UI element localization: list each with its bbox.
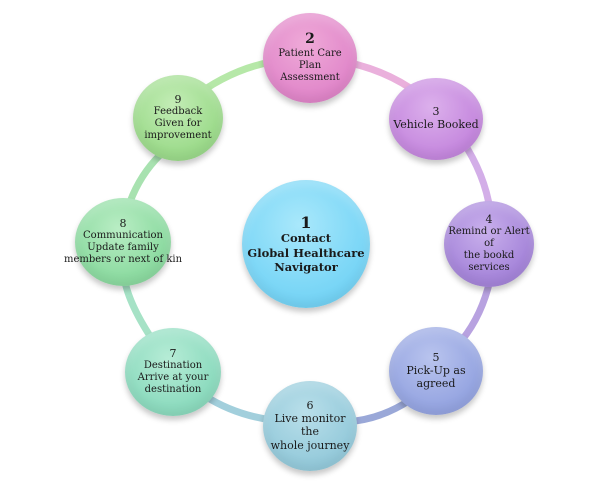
step-node-live-monitor: 6 Live monitor the whole journey [263, 381, 357, 471]
step-node-pick-up: 5 Pick-Up as agreed [389, 327, 483, 415]
step-line: whole journey [270, 438, 350, 452]
step-line: Pick-Up as agreed [406, 363, 466, 391]
center-node-number: 1 [300, 212, 312, 232]
step-line: Given for [154, 118, 202, 130]
step-number: 6 [306, 399, 314, 413]
center-node-line: Contact [280, 231, 332, 246]
step-node-remind-alert: 4 Remind or Alert of the bookd services [444, 201, 534, 287]
step-line: members or next of kin [63, 254, 183, 266]
step-line: Update family [87, 242, 159, 254]
step-line: Vehicle Booked [393, 118, 479, 132]
step-node-feedback: 9 Feedback Given for improvement [133, 75, 223, 161]
arc-7-8 [121, 278, 154, 340]
step-line: Assessment [280, 71, 340, 83]
arc-6-7 [201, 392, 276, 424]
center-node-contact-navigator: 1 Contact Global Healthcare Navigator [242, 180, 370, 308]
step-line: Patient Care Plan [278, 47, 342, 71]
arc-4-5 [458, 276, 494, 344]
center-node-line: Navigator [274, 259, 338, 274]
step-node-vehicle-booked: 3 Vehicle Booked [389, 78, 483, 160]
step-number: 5 [432, 350, 440, 364]
step-number: 2 [305, 31, 315, 48]
step-line: the bookd services [463, 250, 515, 274]
arc-8-9 [126, 151, 164, 206]
step-line: Destination [143, 360, 203, 372]
step-line: Feedback [153, 106, 203, 118]
step-number: 4 [485, 212, 493, 226]
step-number: 7 [169, 346, 177, 360]
step-number: 3 [432, 105, 440, 119]
step-line: Live monitor the [274, 412, 346, 439]
step-node-care-plan: 2 Patient Care Plan Assessment [263, 13, 357, 103]
step-line: Arrive at your [137, 372, 209, 384]
step-line: Remind or Alert of [448, 226, 530, 250]
step-line: improvement [144, 130, 212, 142]
step-node-communication: 8 Communication Update family members or… [64, 198, 182, 286]
step-number: 9 [174, 92, 182, 106]
step-number: 8 [119, 216, 127, 230]
step-node-destination: 7 Destination Arrive at your destination [125, 328, 221, 416]
step-line: destination [144, 384, 202, 396]
arc-3-4 [458, 136, 494, 214]
step-line: Communication [83, 230, 163, 242]
center-node-line: Global Healthcare [247, 245, 365, 260]
